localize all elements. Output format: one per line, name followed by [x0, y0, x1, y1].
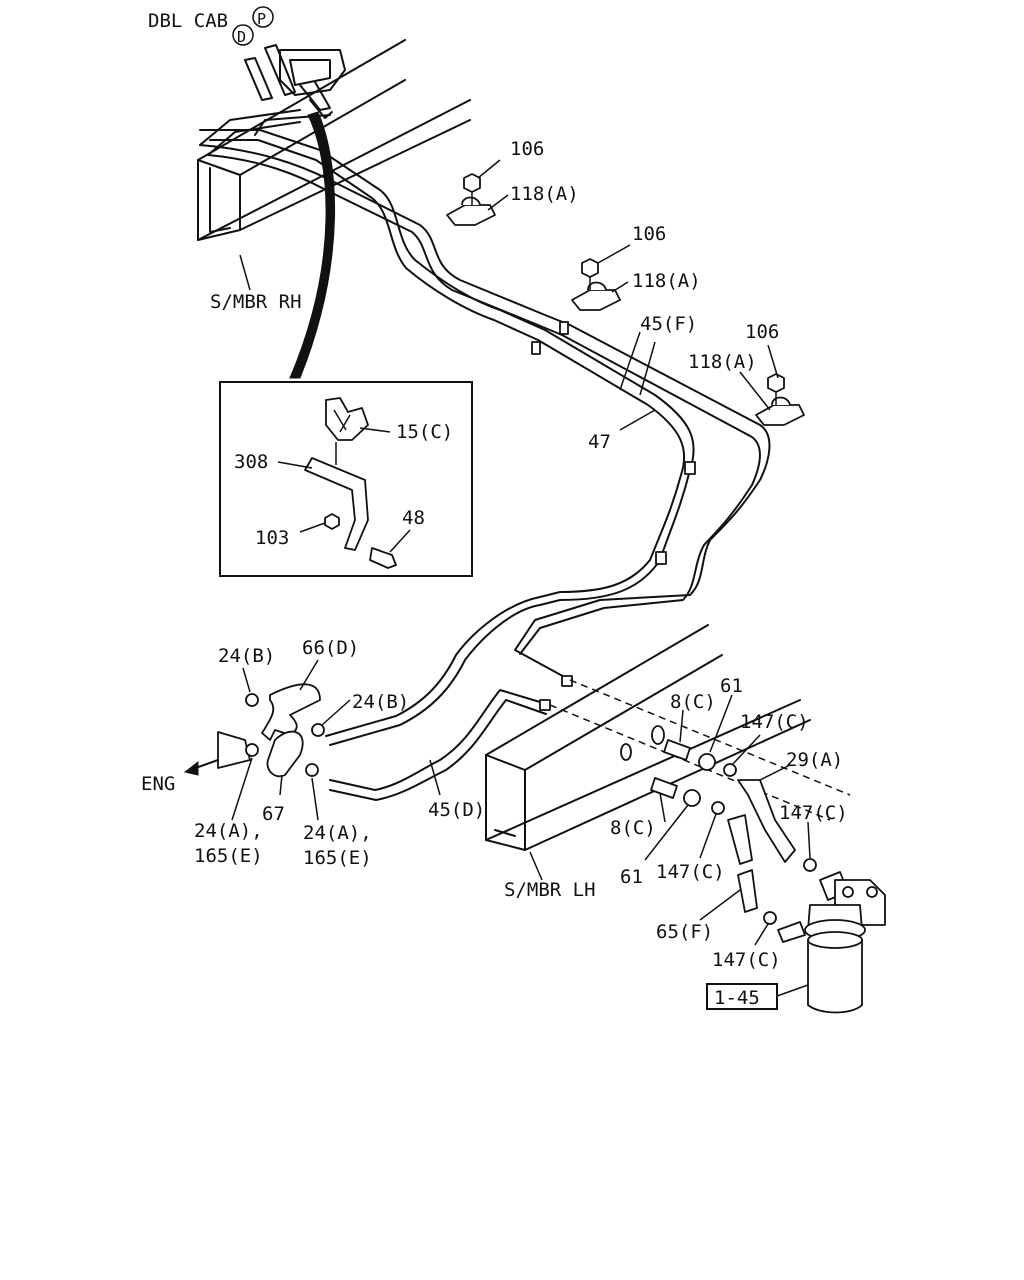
fuel-line-45f: [199, 144, 771, 681]
detail-inset: [219, 381, 473, 577]
label-147c-top: 147(C): [740, 711, 809, 733]
side-member-rh: [197, 39, 471, 291]
label-24a-right: 24(A),: [303, 822, 372, 844]
label-106-b: 106: [632, 223, 666, 245]
label-147c-bottom: 147(C): [712, 949, 781, 971]
label-45d: 45(D): [428, 799, 485, 821]
header-dbl-cab: DBL CAB: [148, 10, 228, 32]
label-106-c: 106: [745, 321, 779, 343]
label-106-a: 106: [510, 138, 544, 160]
label-67: 67: [262, 803, 285, 825]
label-118a-c: 118(A): [688, 351, 757, 373]
label-15c: 15(C): [396, 421, 453, 443]
clip-106-118a-3: [755, 373, 805, 426]
reference-box-label: 1-45: [714, 987, 760, 1009]
label-8c-top: 8(C): [670, 691, 716, 713]
label-103: 103: [255, 527, 289, 549]
label-smbr-lh: S/MBR LH: [504, 879, 596, 901]
line-joints: [531, 321, 696, 711]
leader-lines: [231, 159, 811, 997]
part-labels: DBL CAB P D 106 118(A) 106 118(A) 45(F) …: [141, 6, 848, 1010]
label-24b-mid: 24(B): [352, 691, 409, 713]
label-61-top: 61: [720, 675, 743, 697]
circle-d-marker: [232, 24, 254, 46]
label-24b-top: 24(B): [218, 645, 275, 667]
reference-box: [706, 983, 778, 1010]
label-24a-left: 24(A),: [194, 820, 263, 842]
label-165e-left: 165(E): [194, 845, 263, 867]
fuel-filter: [804, 879, 886, 1014]
label-smbr-rh: S/MBR RH: [210, 291, 302, 313]
side-member-lh: [485, 624, 851, 881]
label-147c-right: 147(C): [779, 802, 848, 824]
label-118a-b: 118(A): [632, 270, 701, 292]
label-eng: ENG: [141, 773, 175, 795]
fuel-line-47: [199, 129, 695, 746]
engine-side-hoses: [183, 683, 325, 778]
circle-p-text: P: [257, 10, 266, 28]
clip-106-118a-2: [571, 258, 621, 311]
label-48: 48: [402, 507, 425, 529]
label-118a-a: 118(A): [510, 183, 579, 205]
label-165e-right: 165(E): [303, 847, 372, 869]
filter-side-fittings: [620, 725, 849, 943]
label-45f: 45(F): [640, 313, 697, 335]
fuel-line-45d: [329, 689, 551, 801]
detail-leader: [289, 111, 336, 379]
clip-106-118a-1: [446, 173, 496, 226]
circle-p-marker: [252, 6, 274, 28]
label-61-bot: 61: [620, 866, 643, 888]
label-66d: 66(D): [302, 637, 359, 659]
label-8c-bot: 8(C): [610, 817, 656, 839]
label-29a: 29(A): [786, 749, 843, 771]
label-147c-mid: 147(C): [656, 861, 725, 883]
label-65f: 65(F): [656, 921, 713, 943]
circle-d-text: D: [237, 28, 246, 46]
label-308: 308: [234, 451, 268, 473]
label-47: 47: [588, 431, 611, 453]
